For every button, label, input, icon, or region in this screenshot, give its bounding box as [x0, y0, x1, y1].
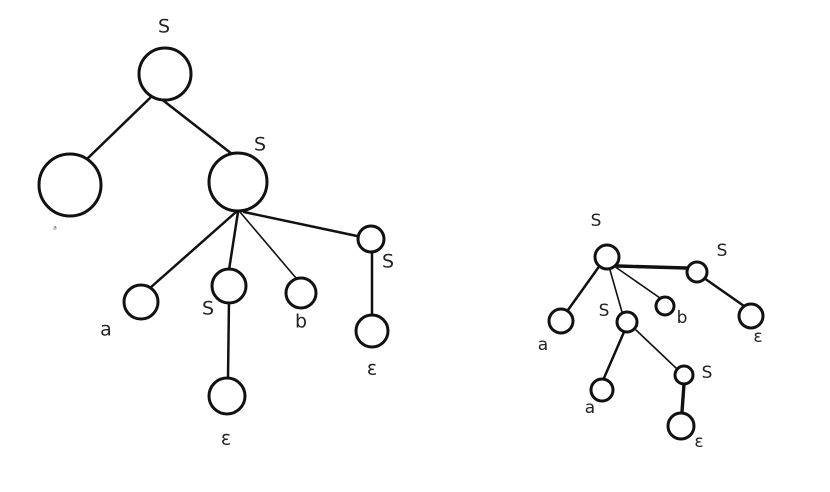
node-label: ε [367, 358, 377, 380]
edge [602, 330, 626, 380]
tree-node [122, 283, 160, 321]
node-label: S [202, 298, 214, 320]
node-label: b [295, 311, 307, 333]
edge [227, 210, 240, 272]
tree-node-root [593, 243, 621, 271]
edge [226, 298, 231, 380]
parse-tree-left: S S a S b S ε ε a [37, 16, 394, 450]
edge [635, 329, 677, 369]
node-label: S [702, 363, 713, 383]
node-label: a [538, 335, 548, 355]
edge [680, 382, 686, 414]
tree-node [685, 260, 709, 284]
node-label: S [158, 16, 170, 38]
tree-node [666, 411, 696, 441]
parse-tree-right: S S S a b ε a S ε [538, 211, 765, 452]
edge [242, 210, 359, 238]
edge [239, 211, 297, 279]
tree-node [207, 376, 247, 416]
tree-node [210, 267, 248, 305]
tree-node [284, 276, 318, 310]
node-label: S [591, 211, 602, 231]
tree-node [207, 151, 269, 213]
tree-node [615, 310, 639, 334]
node-label: ε [753, 327, 762, 347]
node-label: S [717, 241, 728, 261]
tree-node [654, 295, 676, 317]
node-label: S [382, 251, 394, 273]
edge [609, 269, 623, 313]
tree-node [37, 152, 103, 218]
tree-node [547, 307, 575, 335]
tree-node-root [137, 46, 193, 102]
node-label: b [677, 308, 688, 328]
edge [613, 265, 661, 299]
node-label: S [599, 301, 610, 321]
edge [616, 264, 688, 270]
node-label: ε [694, 432, 703, 452]
edge [702, 276, 746, 308]
tree-node [354, 313, 390, 349]
node-label: S [254, 134, 266, 156]
tree-node [673, 364, 695, 386]
edge [86, 96, 152, 160]
tree-node [356, 224, 386, 254]
node-label: ε [221, 428, 231, 450]
tree-node [589, 377, 615, 403]
tree-node [737, 302, 765, 330]
edge [566, 266, 600, 312]
edge [158, 96, 234, 156]
edge [148, 210, 238, 290]
node-label: a [53, 225, 57, 232]
node-label: a [100, 319, 112, 341]
node-label: a [585, 398, 595, 418]
